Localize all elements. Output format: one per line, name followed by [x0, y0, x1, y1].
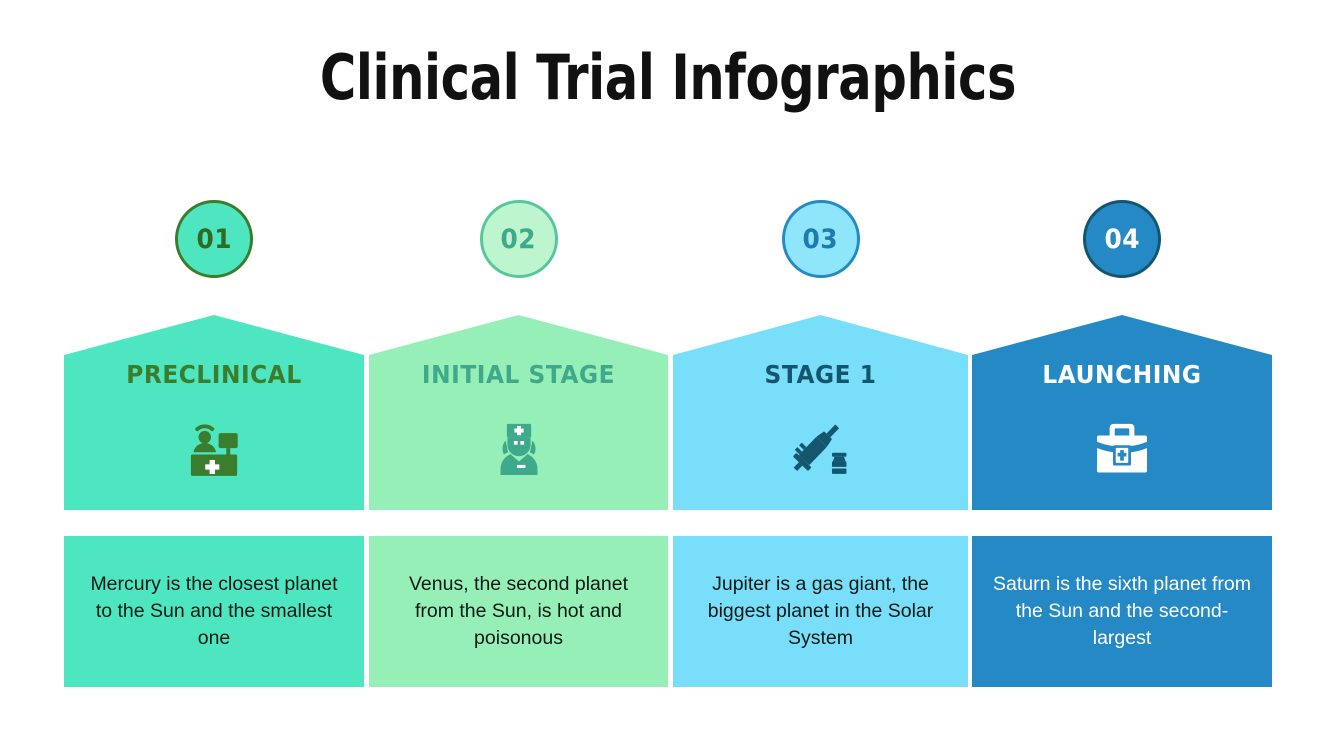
step-circle-03[interactable]: 03: [781, 200, 860, 278]
stage-label-launching: LAUNCHING: [1042, 360, 1202, 389]
step-circle-02[interactable]: 02: [479, 200, 558, 278]
stage-panel-initial-stage[interactable]: INITIAL STAGE: [369, 315, 668, 510]
nurse-icon: [369, 410, 668, 484]
stage-label-initial-stage: INITIAL STAGE: [421, 360, 616, 389]
step-number-04: 04: [1104, 223, 1140, 255]
stage-label-stage-1: STAGE 1: [764, 360, 877, 389]
description-box-launching: Saturn is the sixth planet from the Sun …: [972, 536, 1272, 687]
page-title: Clinical Trial Infographics: [319, 41, 1017, 114]
stage-panel-stage-1[interactable]: STAGE 1: [673, 315, 968, 510]
step-number-03: 03: [802, 223, 839, 255]
description-box-preclinical: Mercury is the closest planet to the Sun…: [64, 536, 364, 687]
step-number-01: 01: [196, 223, 232, 255]
reception-desk-icon: [64, 410, 364, 484]
stage-panel-preclinical[interactable]: PRECLINICAL: [64, 315, 364, 510]
description-text-launching: Saturn is the sixth planet from the Sun …: [993, 573, 1251, 649]
step-number-02: 02: [500, 223, 537, 255]
step-circle-04[interactable]: 04: [1083, 200, 1161, 278]
description-text-preclinical: Mercury is the closest planet to the Sun…: [90, 573, 338, 649]
step-circle-01[interactable]: 01: [175, 200, 253, 278]
description-box-initial-stage: Venus, the second planet from the Sun, i…: [369, 536, 668, 687]
stage-label-preclinical: PRECLINICAL: [126, 360, 302, 389]
stage-panel-launching[interactable]: LAUNCHING: [972, 315, 1272, 510]
description-text-stage-1: Jupiter is a gas giant, the biggest plan…: [707, 573, 934, 649]
medical-briefcase-icon: [972, 410, 1272, 484]
description-text-initial-stage: Venus, the second planet from the Sun, i…: [408, 573, 628, 649]
description-box-stage-1: Jupiter is a gas giant, the biggest plan…: [673, 536, 968, 687]
syringe-vial-icon: [673, 410, 968, 484]
